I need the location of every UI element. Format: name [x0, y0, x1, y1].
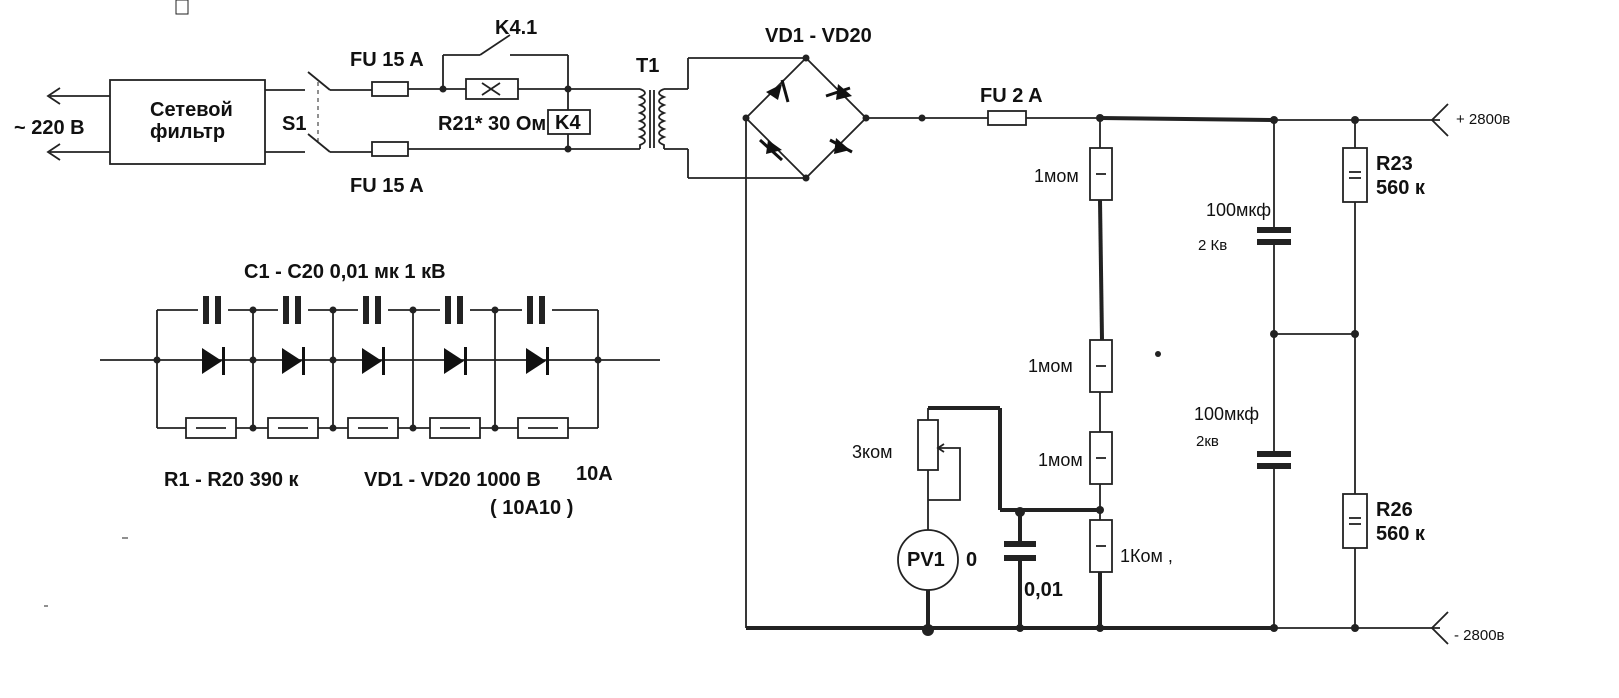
ladder-caps-label: C1 - C20 0,01 мк 1 кВ — [244, 261, 446, 283]
transformer-t1 — [637, 58, 689, 178]
filter-label-1: Сетевой — [150, 99, 233, 121]
primary-wiring — [408, 34, 640, 150]
ladder-diodes-label: VD1 - VD20 1000 В — [364, 469, 541, 491]
switch-label: S1 — [282, 113, 306, 135]
res-1mom-b-label: 1мом — [1028, 356, 1073, 376]
r23-value: 560 к — [1376, 177, 1426, 199]
output-wiring — [866, 103, 1449, 137]
balancing-resistors — [1342, 120, 1368, 628]
input-terminals — [46, 87, 110, 161]
out-minus-label: - 2800в — [1454, 627, 1505, 644]
pot-label: 3ком — [852, 442, 892, 462]
transformer-label: T1 — [636, 55, 659, 77]
meter-zero-label: 0 — [966, 549, 977, 571]
fuse-bottom-label: FU 15 A — [350, 175, 424, 197]
divider-chain — [1089, 114, 1113, 628]
fuse-bottom — [371, 141, 409, 157]
resistor-r21 — [465, 78, 519, 100]
filter-label-2: фильтр — [150, 121, 225, 143]
relay-contact-label: K4.1 — [495, 17, 537, 39]
cap-bottom-value: 100мкф — [1194, 404, 1259, 424]
r21-label: R21* 30 Ом — [438, 113, 546, 135]
mains-filter — [109, 79, 266, 165]
meter-label: PV1 — [907, 549, 945, 571]
ladder-res-label: R1 - R20 390 к — [164, 469, 300, 491]
fuse-out-label: FU 2 A — [980, 85, 1043, 107]
relay-coil-label: K4 — [555, 112, 581, 134]
res-1mom-a-label: 1мом — [1034, 166, 1079, 186]
r26-value: 560 к — [1376, 523, 1426, 545]
fuse-top — [371, 81, 409, 97]
cap-small-label: 0,01 — [1024, 579, 1063, 601]
meter-circuit — [897, 406, 1100, 628]
relay-coil-k4 — [547, 109, 591, 135]
switch-s1 — [265, 71, 372, 153]
cap-top-voltage: 2 Кв — [1198, 237, 1227, 254]
fuse-top-label: FU 15 A — [350, 49, 424, 71]
out-plus-label: + 2800в — [1456, 111, 1510, 128]
diode-bridge — [688, 54, 870, 182]
bridge-label: VD1 - VD20 — [765, 25, 872, 47]
res-1kom-label: 1Ком , — [1120, 546, 1173, 566]
res-1mom-c-label: 1мом — [1038, 450, 1083, 470]
ladder-type-label: ( 10А10 ) — [490, 497, 573, 519]
input-voltage-label: ~ 220 В — [14, 117, 85, 139]
cap-bottom-voltage: 2кв — [1196, 433, 1219, 450]
r23-name: R23 — [1376, 153, 1413, 175]
ladder-current-label: 10А — [576, 463, 613, 485]
r26-name: R26 — [1376, 499, 1413, 521]
filter-caps — [1257, 116, 1359, 628]
diode-ladder — [100, 296, 660, 439]
cap-top-value: 100мкф — [1206, 200, 1271, 220]
